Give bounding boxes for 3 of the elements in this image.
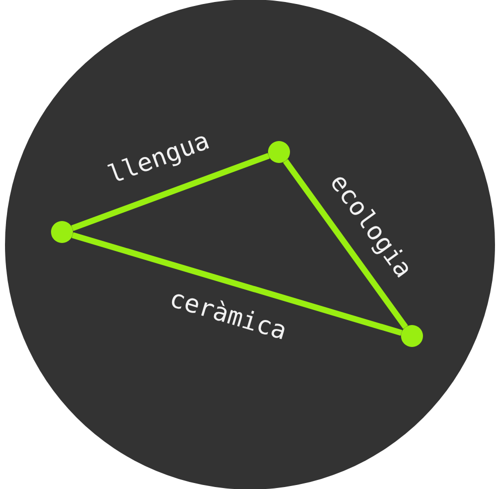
- connector-line: [71, 152, 270, 232]
- connector-line: [283, 159, 408, 329]
- connector-line: [72, 232, 402, 336]
